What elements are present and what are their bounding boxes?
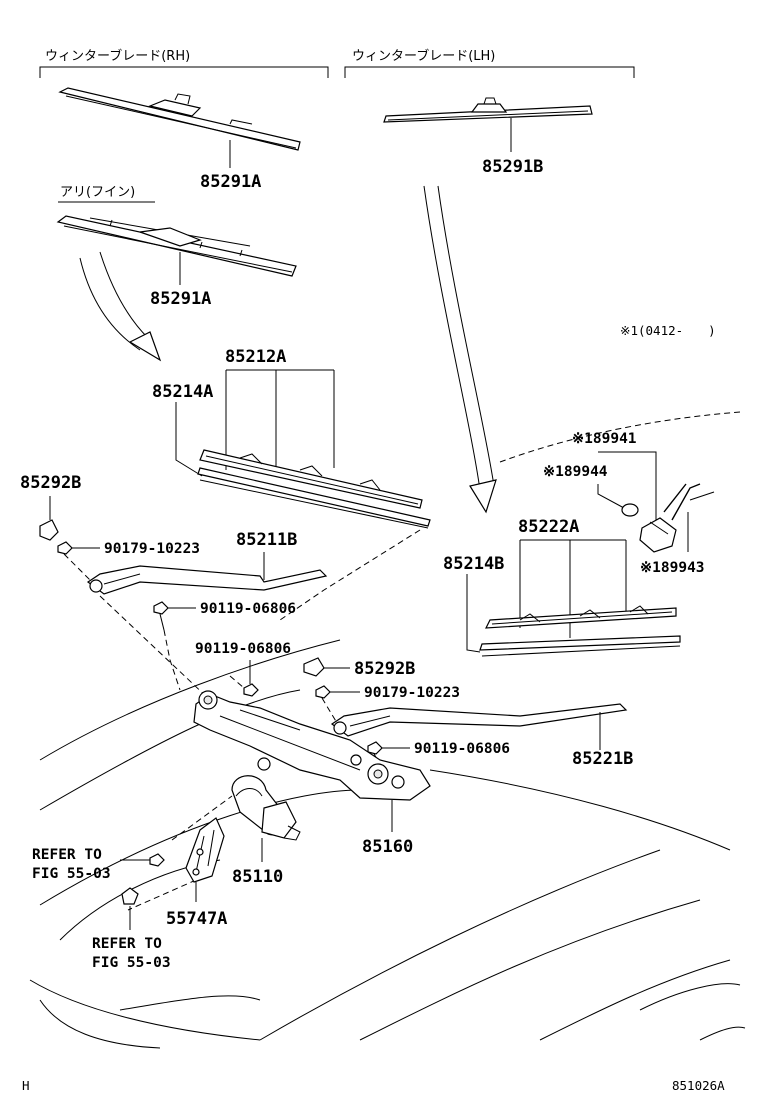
blade-assy-85212a <box>197 449 431 529</box>
bolt-ref1 <box>149 853 165 867</box>
part-85291b: 85291B <box>482 157 543 177</box>
grommet-89944 <box>621 503 639 517</box>
part-89943: ※189943 <box>640 560 705 576</box>
part-85292b-right: 85292B <box>354 659 415 679</box>
part-89944: ※189944 <box>543 464 608 480</box>
wiper-linkage-85160 <box>193 690 431 801</box>
header-rh: ウィンターブレード(RH) <box>45 48 190 64</box>
part-85291a-mid: 85291A <box>150 289 211 309</box>
part-85211b: 85211B <box>236 530 297 550</box>
bolt-90119-a <box>153 601 169 631</box>
part-85214a: 85214A <box>152 382 213 402</box>
part-85221b: 85221B <box>572 749 633 769</box>
cap-85292b-left <box>39 519 59 541</box>
part-55747a: 55747A <box>166 909 227 929</box>
rh-header-bracket <box>39 66 329 78</box>
part-85160: 85160 <box>362 837 413 857</box>
part-85291a-top: 85291A <box>200 172 261 192</box>
cap-85292b-right <box>303 657 325 677</box>
bracket-55747a <box>185 817 225 883</box>
washer-hose-89943 <box>663 483 715 552</box>
header-lh: ウィンターブレード(LH) <box>352 48 495 64</box>
part-90119-06806-a: 90119-06806 <box>200 601 296 617</box>
header-ari: アリ(フイン) <box>60 185 135 200</box>
wiper-arm-85211b <box>86 565 328 595</box>
part-85214b: 85214B <box>443 554 504 574</box>
wiper-motor-85110 <box>231 775 301 841</box>
body-outline <box>29 411 746 1049</box>
ref2-line1: REFER TO <box>92 936 162 952</box>
nut-90179-right <box>315 685 331 699</box>
nut-90179-left <box>57 541 73 555</box>
part-90119-06806-c: 90119-06806 <box>414 741 510 757</box>
fin-blade <box>56 215 297 277</box>
part-89941: ※189941 <box>572 431 637 447</box>
bolt-90119-c <box>367 741 383 755</box>
blade-assy-85222a <box>479 605 681 657</box>
footer-diagram-id: 851026A <box>672 1078 725 1093</box>
part-85292b-left: 85292B <box>20 473 81 493</box>
footer-left: H <box>22 1078 30 1093</box>
wiper-arm-85221b <box>330 703 628 737</box>
part-85212a: 85212A <box>225 347 286 367</box>
part-90119-06806-b: 90119-06806 <box>195 641 291 657</box>
arrow-right <box>423 185 497 514</box>
ref1-line1: REFER TO <box>32 847 102 863</box>
part-90179-10223-right: 90179-10223 <box>364 685 460 701</box>
part-85110: 85110 <box>232 867 283 887</box>
winter-blade-lh <box>383 97 593 123</box>
arrow-left <box>79 251 162 362</box>
part-85222a: 85222A <box>518 517 579 537</box>
bolt-90119-b <box>243 683 259 697</box>
ref2-line2: FIG 55-03 <box>92 955 171 971</box>
part-90179-10223-left: 90179-10223 <box>104 541 200 557</box>
ref1-line2: FIG 55-03 <box>32 866 111 882</box>
washer-nozzle-89941 <box>639 517 677 553</box>
nut-ref2 <box>121 887 139 905</box>
lh-header-bracket <box>344 66 635 78</box>
winter-blade-rh-top <box>58 87 301 151</box>
note-serial-range: ※1(0412- ) <box>620 323 716 338</box>
